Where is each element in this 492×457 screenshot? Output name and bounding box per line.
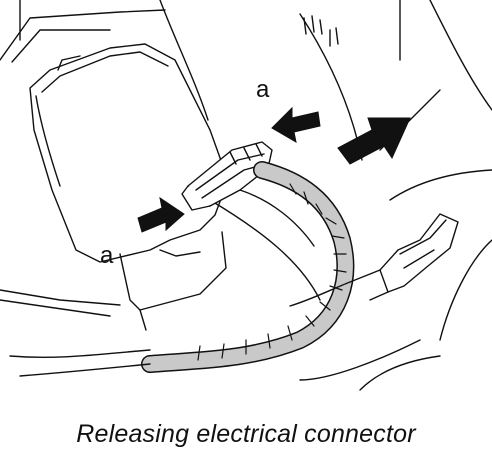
vehicle-structure	[0, 0, 492, 391]
wiring-harness	[9, 161, 355, 377]
arrow-push-bottom	[137, 196, 185, 233]
arrow-push-top	[271, 106, 321, 143]
figure-caption: Releasing electrical connector	[76, 420, 416, 448]
mating-connector	[289, 213, 459, 307]
release-tab-label-bottom: a	[100, 242, 114, 269]
control-module	[29, 43, 229, 331]
arrow-pull-out	[337, 117, 411, 165]
release-arrows	[137, 106, 411, 233]
release-tab-label-top: a	[256, 76, 270, 103]
connector-illustration	[0, 0, 492, 391]
